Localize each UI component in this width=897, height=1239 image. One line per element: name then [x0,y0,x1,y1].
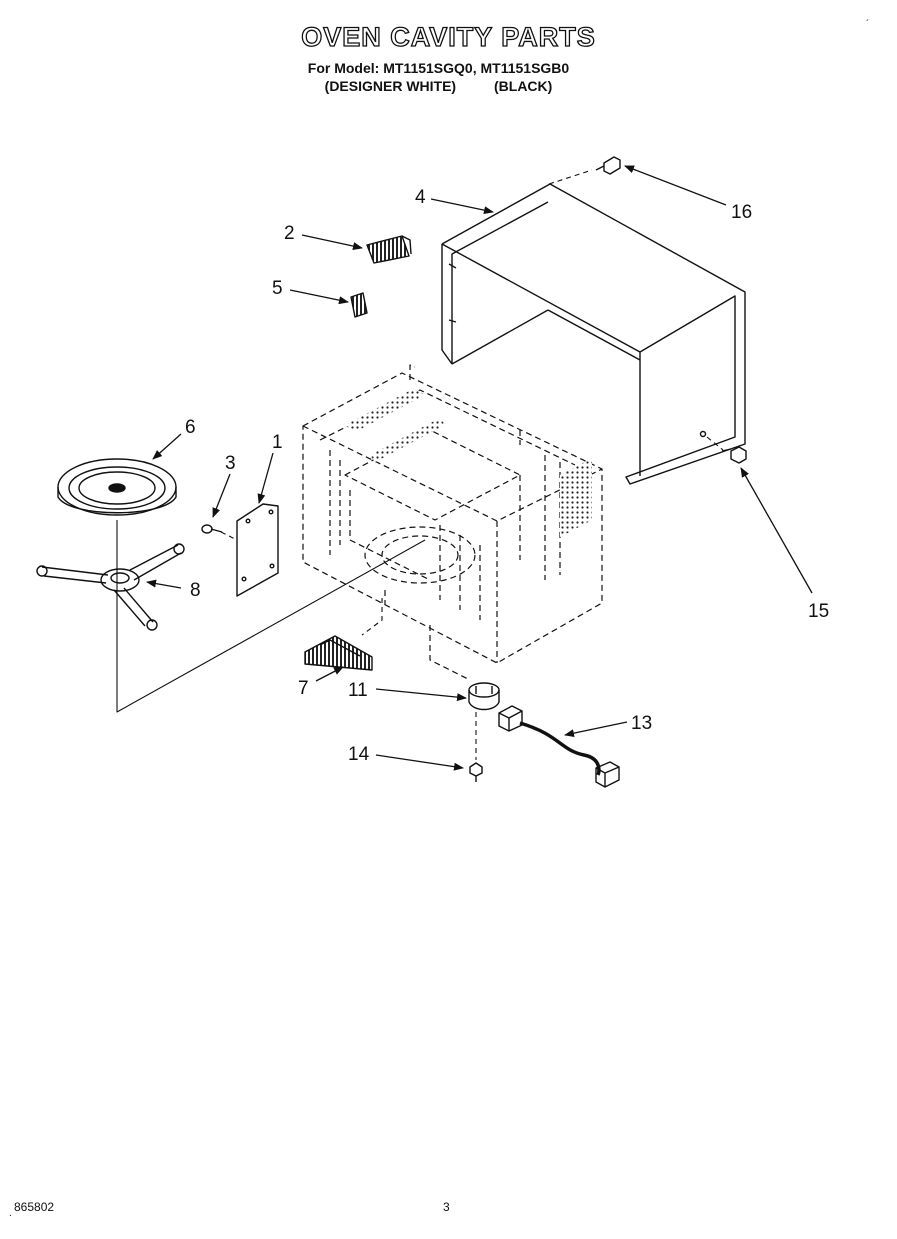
variant-black: (BLACK) [494,78,553,94]
callout-8: 8 [190,580,201,601]
callout-11: 11 [348,680,368,701]
part-4-cabinet-wrapper [441,183,746,485]
part-5-clip [350,292,368,318]
callout-4: 4 [415,187,426,208]
page-title: OVEN CAVITY PARTS [301,21,596,52]
callout-16: 16 [731,202,752,223]
part-1-waveguide-cover [236,503,279,597]
leader-arrows [146,165,813,771]
callout-2: 2 [284,223,295,244]
model-line: For Model: MT1151SGQ0, MT1151SGB0 [307,60,570,76]
cavity-vent-holes [345,388,592,537]
callout-1: 1 [272,432,283,453]
callout-15: 15 [808,601,829,622]
part-6-glass-tray [57,458,177,516]
corner-mark: ´ [866,19,870,30]
part-16-screw [595,156,621,175]
oven-cavity-assembly [302,364,603,681]
part-15-screw [721,446,747,464]
corner-dot: . [9,1208,12,1219]
callout-6: 6 [185,417,196,438]
model-variants: (DESIGNER WHITE) (BLACK) [0,78,887,94]
part-3-screw [201,524,223,534]
part-11-thermal-cutout [468,682,500,711]
variant-designer-white: (DESIGNER WHITE) [324,78,457,94]
assembly-lines [116,169,724,760]
document-number: 865802 [14,1200,55,1214]
callout-13: 13 [631,713,652,734]
callout-numbers: 1 2 3 4 5 6 7 8 11 13 14 15 16 [185,187,829,765]
part-2-latch-clip [366,235,412,264]
callout-5: 5 [272,278,283,299]
part-8-roller-support [36,543,185,631]
part-13-wire-harness [498,705,620,788]
callout-3: 3 [225,453,236,474]
callout-14: 14 [348,744,370,765]
page-number: 3 [443,1200,450,1214]
callout-7: 7 [298,678,309,699]
part-7-latch [304,635,373,671]
part-14-screw [469,762,483,782]
